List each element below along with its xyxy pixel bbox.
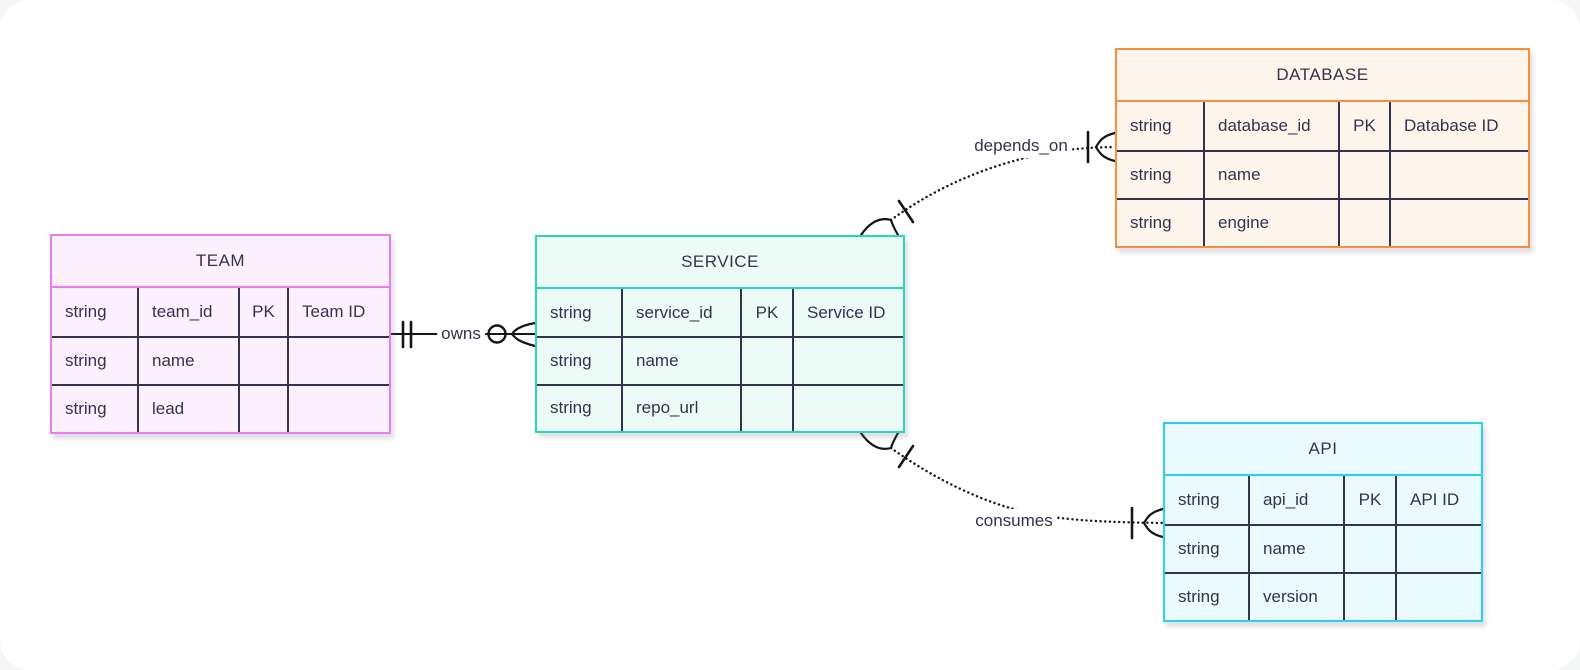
depends-on-service-one-bar xyxy=(897,199,915,224)
attr-name-cell: engine xyxy=(1203,198,1338,246)
entity-database: DATABASE string database_id PK Database … xyxy=(1115,48,1530,248)
consumes-service-crow-foot-2 xyxy=(889,431,900,450)
relationship-label-depends-on: depends_on xyxy=(970,134,1072,158)
relationship-label-consumes: consumes xyxy=(971,509,1057,533)
entity-service: SERVICE string service_id PK Service ID … xyxy=(535,235,905,433)
attr-comment-cell xyxy=(1389,150,1528,198)
attr-name-cell: lead xyxy=(137,384,238,432)
consumes-service-crow-foot xyxy=(859,431,893,450)
attr-comment-cell xyxy=(792,383,903,431)
entity-api-attributes: string api_id PK API ID string name stri… xyxy=(1165,476,1481,620)
attr-comment-cell: Database ID xyxy=(1389,102,1528,150)
owns-zero-circle-marker xyxy=(487,324,507,344)
attr-comment-cell xyxy=(1389,198,1528,246)
attr-key-cell xyxy=(238,336,287,384)
attr-type-cell: string xyxy=(1165,524,1248,572)
consumes-api-crow-foot xyxy=(1142,507,1165,539)
depends-on-service-crow-foot-2 xyxy=(889,218,900,237)
consumes-service-one-bar xyxy=(897,444,915,469)
attr-type-cell: string xyxy=(1165,572,1248,620)
attr-comment-cell xyxy=(1395,572,1481,620)
depends-on-database-crow-foot xyxy=(1094,131,1117,163)
attr-type-cell: string xyxy=(1117,150,1203,198)
attr-key-cell: PK xyxy=(1338,102,1389,150)
attr-key-cell: PK xyxy=(238,288,287,336)
entity-database-title: DATABASE xyxy=(1117,50,1528,102)
attr-name-cell: repo_url xyxy=(621,383,740,431)
attr-name-cell: name xyxy=(137,336,238,384)
attr-key-cell xyxy=(1343,572,1395,620)
attr-type-cell: string xyxy=(65,302,107,321)
entity-service-attributes: string service_id PK Service ID string n… xyxy=(537,289,903,431)
attr-comment-cell xyxy=(792,336,903,384)
attr-comment-cell: Service ID xyxy=(792,289,903,337)
relationship-label-owns: owns xyxy=(437,322,485,346)
attr-key-cell xyxy=(740,383,792,431)
entity-api-title: API xyxy=(1165,424,1481,476)
attr-comment-cell: API ID xyxy=(1395,476,1481,524)
attr-name-cell: team_id xyxy=(137,288,238,336)
attr-key-cell xyxy=(1338,150,1389,198)
entity-service-title: SERVICE xyxy=(537,237,903,289)
attr-type-cell: string xyxy=(537,336,621,383)
attr-type-cell: string xyxy=(52,336,137,384)
attr-name-cell: api_id xyxy=(1248,476,1343,524)
depends-on-service-crow-foot xyxy=(859,218,893,237)
attr-type-cell: string xyxy=(1178,490,1220,509)
attr-comment-cell xyxy=(287,384,389,432)
entity-team-attributes: string team_id PK Team ID string name st… xyxy=(52,288,389,432)
entity-api: API string api_id PK API ID string name … xyxy=(1163,422,1483,622)
attr-type-cell: string xyxy=(550,302,592,322)
attr-name-cell: version xyxy=(1248,572,1343,620)
attr-name-cell: name xyxy=(1203,150,1338,198)
attr-key-cell: PK xyxy=(1343,476,1395,524)
attr-key-cell xyxy=(1338,198,1389,246)
attr-name-cell: name xyxy=(1248,524,1343,572)
attr-name-cell: name xyxy=(621,336,740,384)
attr-type-cell: string xyxy=(1117,198,1203,246)
entity-team-title: TEAM xyxy=(52,236,389,288)
owns-crow-foot-marker xyxy=(510,321,537,348)
attr-name-cell: service_id xyxy=(621,289,740,337)
attr-comment-cell xyxy=(1395,524,1481,572)
owns-exactly-one-marker xyxy=(401,320,413,349)
entity-team: TEAM string team_id PK Team ID string na… xyxy=(50,234,391,434)
attr-type-cell: string xyxy=(1130,116,1172,135)
attr-key-cell xyxy=(740,336,792,384)
attr-type-cell: string xyxy=(52,384,137,432)
attr-key-cell xyxy=(238,384,287,432)
attr-comment-cell: Team ID xyxy=(287,288,389,336)
attr-name-cell: database_id xyxy=(1203,102,1338,150)
attr-type-cell: string xyxy=(537,383,621,431)
entity-database-attributes: string database_id PK Database ID string… xyxy=(1117,102,1528,246)
attr-key-cell xyxy=(1343,524,1395,572)
attr-key-cell: PK xyxy=(740,289,792,337)
attr-comment-cell xyxy=(287,336,389,384)
